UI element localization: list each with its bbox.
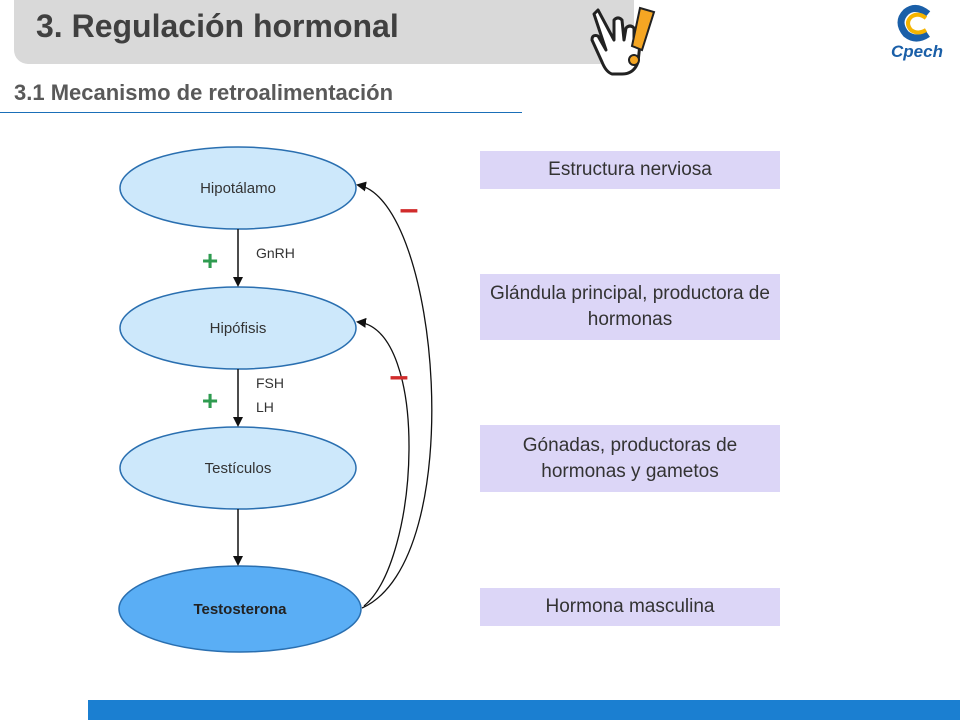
description-box-hormona: Hormona masculina (480, 588, 780, 626)
node-testosterona: Testosterona (118, 565, 362, 653)
node-label: Testículos (205, 460, 272, 477)
node-hipotalamo: Hipotálamo (119, 146, 357, 230)
description-box-hipofisis: Glándula principal, productora de hormon… (480, 274, 780, 340)
description-box-nerviosa: Estructura nerviosa (480, 151, 780, 189)
description-box-gonadas: Gónadas, productoras de hormonas y gamet… (480, 425, 780, 492)
page-title: 3. Regulación hormonal (36, 8, 399, 44)
section-subtitle: 3.1 Mecanismo de retroalimentación (14, 80, 394, 105)
logo-text: Cpech (891, 42, 943, 61)
subtitle-underline (0, 112, 522, 113)
bottom-bar (88, 700, 960, 720)
hormone-label-lh: LH (256, 399, 274, 415)
positive-sign: + (202, 245, 218, 276)
feedback-curve-hipofisis (356, 317, 410, 607)
cpech-logo-mark (897, 5, 931, 42)
node-label: Testosterona (193, 601, 287, 618)
hormone-label-fsh: FSH (256, 375, 284, 391)
positive-sign: + (202, 385, 218, 416)
negative-sign: – (400, 190, 419, 228)
hormone-label-gnrh: GnRH (256, 245, 295, 261)
feedback-curve-hipotalamo (356, 181, 433, 609)
negative-sign: – (390, 357, 409, 395)
pointing-hand-warning-icon (590, 6, 656, 76)
cpech-logo: Cpech (880, 4, 954, 68)
node-testiculos: Testículos (119, 426, 357, 510)
node-label: Hipotálamo (200, 180, 276, 197)
title-bar (14, 0, 634, 64)
node-hipofisis: Hipófisis (119, 286, 357, 370)
node-label: Hipófisis (210, 320, 267, 337)
